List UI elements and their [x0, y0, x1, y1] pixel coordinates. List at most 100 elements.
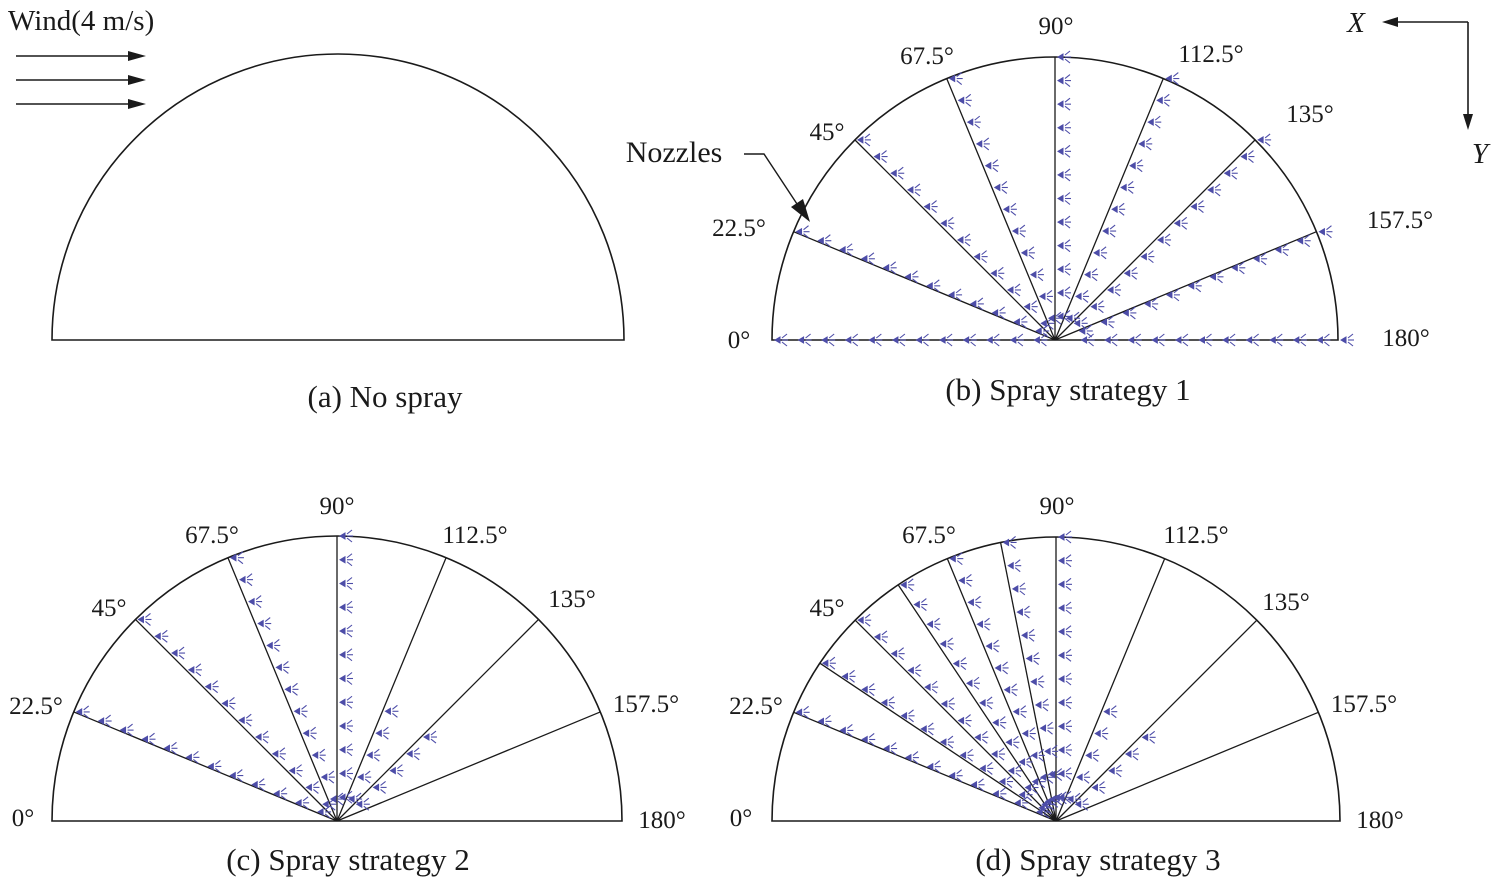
angle-label-22-5: 22.5° [9, 693, 63, 720]
nozzle-icon [1057, 144, 1071, 158]
nozzle-icon [857, 613, 872, 627]
nozzle-icon [1140, 250, 1155, 264]
nozzle-icon [948, 288, 963, 302]
nozzle-icon [302, 726, 317, 740]
nozzle-icon [284, 682, 299, 696]
nozzle-icon [357, 770, 372, 784]
nozzle-icon [1021, 727, 1036, 740]
nozzle-icon [966, 115, 981, 129]
nozzle-icon [239, 573, 254, 587]
nozzle-icon [890, 166, 905, 180]
angle-ray [946, 558, 1057, 822]
nozzle-icon [1269, 333, 1284, 347]
nozzle-icon [1147, 115, 1162, 129]
nozzle-icon [1003, 683, 1018, 697]
nozzle-icon [1157, 233, 1172, 247]
nozzle-icon [1033, 333, 1048, 347]
nozzle-icon [817, 714, 832, 728]
nozzle-icon [969, 297, 984, 311]
nozzle-icon [255, 730, 270, 744]
nozzle-icon [339, 577, 353, 590]
nozzle-icon [187, 663, 202, 677]
nozzle-icon [1156, 93, 1171, 107]
nozzle-icon [384, 704, 399, 718]
angle-label-67-5: 67.5° [900, 43, 954, 70]
nozzle-icon [1009, 333, 1024, 347]
nozzles-callout-label: Nozzles [626, 136, 723, 169]
nozzle-icon [1048, 768, 1063, 782]
nozzle-icon [904, 751, 919, 765]
nozzle-icon [271, 747, 286, 761]
nozzle-icon [339, 600, 353, 614]
nozzle-icon [883, 742, 898, 755]
nozzle-icon [868, 333, 883, 347]
angle-ray [1055, 619, 1258, 822]
nozzle-icon [339, 695, 353, 709]
nozzle-icon [1058, 577, 1072, 591]
nozzle-icon [1057, 262, 1071, 276]
nozzle-icon [940, 216, 955, 230]
nozzle-icon [948, 769, 963, 783]
nozzle-icon [1123, 266, 1138, 280]
nozzle-icon [904, 270, 919, 284]
nozzle-icon [1018, 755, 1033, 769]
angle-rays [793, 57, 1317, 341]
x-axis-label: X [1346, 7, 1366, 39]
angle-label-22-5: 22.5° [712, 215, 766, 242]
nozzle-icon [1057, 50, 1071, 64]
caption-a: (a) No spray [308, 379, 463, 414]
nozzle-icon [154, 629, 169, 643]
wind-label: Wind(4 m/s) [8, 5, 154, 37]
nozzle-icon [1129, 159, 1144, 173]
nozzle-icon [305, 780, 320, 794]
nozzle-icon [962, 333, 977, 347]
panel-c-spray-strategy-2: 0° 22.5° 45° 67.5° 90° 112.5° 135° 157.5… [9, 493, 686, 877]
nozzle-icon [355, 797, 370, 811]
nozzle-icon [389, 764, 404, 778]
nozzle-icon [957, 714, 972, 728]
nozzle-icon [952, 657, 967, 671]
nozzle-icon [375, 726, 390, 740]
nozzle-icon [1173, 216, 1188, 230]
nozzle-icon [839, 243, 854, 257]
nozzle-icon [1011, 224, 1026, 238]
nozzle-icon [1127, 333, 1142, 347]
nozzle-icon [926, 279, 941, 293]
nozzle-icon [795, 225, 810, 239]
nozzle-icon [926, 760, 941, 774]
nozzle-group [795, 530, 1156, 819]
angle-label-45: 45° [810, 119, 845, 146]
nozzle-icon [229, 769, 244, 782]
nozzle-icon [1085, 748, 1100, 762]
angle-label-112-5: 112.5° [442, 522, 507, 549]
nozzle-icon [339, 624, 353, 638]
angle-label-90: 90° [1039, 13, 1074, 40]
nozzle-icon [1058, 625, 1072, 639]
y-axis-label: Y [1472, 138, 1491, 170]
nozzle-icon [998, 775, 1013, 788]
nozzle-icon [275, 660, 290, 674]
angle-label-90: 90° [320, 493, 355, 520]
nozzle-icon [959, 748, 974, 762]
nozzle-icon [221, 697, 236, 710]
nozzle-icon [1057, 309, 1071, 323]
nozzle-icon [991, 306, 1006, 320]
nozzle-icon [288, 764, 303, 778]
nozzle-icon [1057, 74, 1071, 88]
nozzle-icon [958, 574, 973, 587]
nozzle-icon [1231, 261, 1246, 275]
angle-ray [819, 662, 1057, 822]
semicircle-outline [51, 53, 625, 341]
nozzle-icon [1093, 246, 1108, 260]
nozzle-icon [339, 719, 353, 733]
nozzle-icon [1058, 696, 1072, 710]
nozzle-icon [1005, 735, 1020, 749]
nozzle-icon [185, 750, 200, 764]
angle-ray [854, 139, 1056, 341]
nozzle-icon [1316, 333, 1331, 347]
nozzle-icon [839, 724, 854, 737]
angle-label-135: 135° [1286, 101, 1334, 128]
nozzle-icon [339, 743, 353, 757]
nozzle-icon [986, 333, 1001, 347]
nozzle-icon [372, 780, 387, 794]
